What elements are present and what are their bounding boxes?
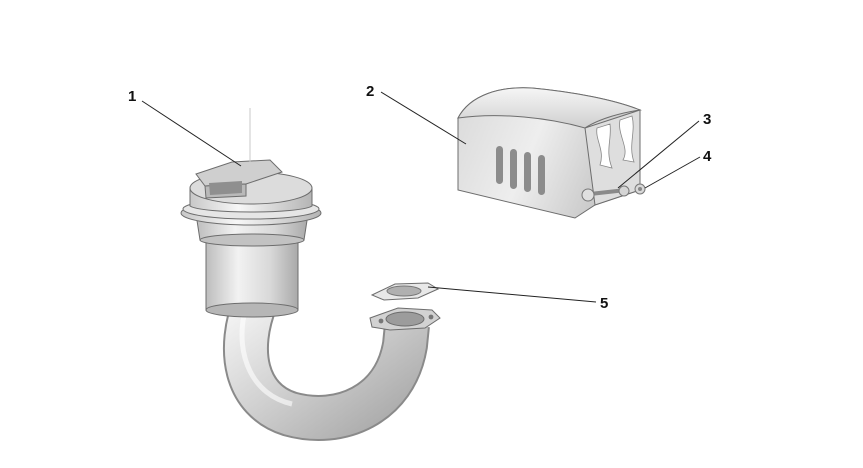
clamp-bolt: [581, 185, 630, 202]
leader-line-1: [141, 100, 242, 167]
callout-3: 3: [703, 111, 711, 128]
leader-line-3: [617, 120, 700, 189]
shield-slots: [496, 146, 545, 195]
heat-shield: [457, 87, 642, 219]
pipe-flange: [369, 307, 441, 331]
callout-2: 2: [366, 83, 374, 100]
callout-1: 1: [128, 88, 136, 105]
callout-5: 5: [600, 295, 608, 312]
muffler-assembly: [180, 108, 441, 441]
leader-line-5: [427, 286, 597, 303]
gasket: [370, 282, 440, 301]
callout-4: 4: [703, 148, 712, 165]
leader-line-4: [644, 156, 701, 189]
nut: [634, 183, 646, 195]
leader-line-2: [380, 91, 467, 145]
